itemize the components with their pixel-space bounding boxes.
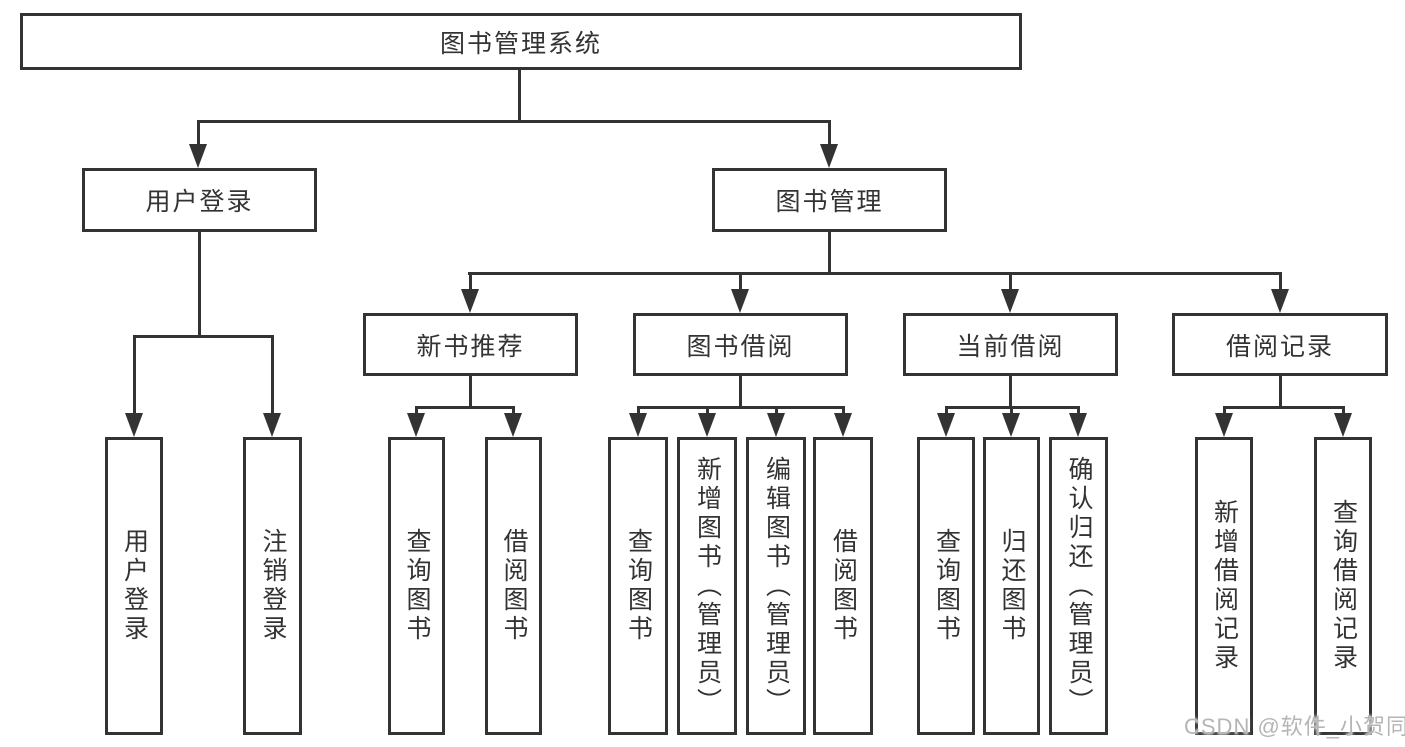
arrow-down-icon xyxy=(698,413,716,437)
node-book-borrowing: 图书借阅 xyxy=(633,313,848,376)
connector-line xyxy=(1223,406,1345,409)
leaf-add-book-admin: 新增图书（管理员） xyxy=(677,437,737,735)
arrow-down-icon xyxy=(504,413,522,437)
node-new-book-recommend: 新书推荐 xyxy=(363,313,578,376)
arrow-down-icon xyxy=(834,413,852,437)
arrow-down-icon xyxy=(1069,413,1087,437)
connector-line xyxy=(706,406,709,415)
arrow-down-icon xyxy=(407,413,425,437)
node-user-login: 用户登录 xyxy=(82,168,317,232)
leaf-add-borrow-record: 新增借阅记录 xyxy=(1195,437,1253,735)
connector-line xyxy=(637,406,845,409)
arrow-down-icon xyxy=(820,144,838,168)
leaf-query-borrow-record: 查询借阅记录 xyxy=(1314,437,1372,735)
connector-line xyxy=(415,406,418,415)
leaf-query-book-borrowing: 查询图书 xyxy=(608,437,668,735)
arrow-down-icon xyxy=(1001,289,1019,313)
leaf-borrow-book-borrowing: 借阅图书 xyxy=(813,437,873,735)
arrow-down-icon xyxy=(125,413,143,437)
watermark: CSDN @软件_小贺同学 xyxy=(1184,714,1405,739)
connector-line xyxy=(469,272,472,291)
connector-line xyxy=(842,406,845,415)
leaf-query-book-recommend: 查询图书 xyxy=(388,437,445,735)
connector-line xyxy=(512,406,515,415)
connector-line xyxy=(775,406,778,415)
connector-line xyxy=(469,376,472,409)
connector-line xyxy=(518,70,521,123)
arrow-down-icon xyxy=(767,413,785,437)
node-book-management-system: 图书管理系统 xyxy=(20,13,1022,70)
connector-line xyxy=(271,335,274,415)
leaf-query-book-current: 查询图书 xyxy=(917,437,975,735)
connector-line xyxy=(198,120,831,123)
arrow-down-icon xyxy=(1271,289,1289,313)
arrow-down-icon xyxy=(263,413,281,437)
connector-line xyxy=(198,232,201,335)
connector-line xyxy=(828,120,831,146)
leaf-return-book: 归还图书 xyxy=(983,437,1040,735)
node-current-borrowing: 当前借阅 xyxy=(903,313,1118,376)
connector-line xyxy=(1077,406,1080,415)
arrow-down-icon xyxy=(461,289,479,313)
connector-line xyxy=(945,406,948,415)
connector-line xyxy=(197,120,200,146)
node-book-management: 图书管理 xyxy=(712,168,947,232)
arrow-down-icon xyxy=(1002,413,1020,437)
connector-line xyxy=(133,335,136,415)
connector-line xyxy=(133,335,274,338)
node-borrowing-records: 借阅记录 xyxy=(1172,313,1388,376)
connector-line xyxy=(1279,376,1282,409)
leaf-edit-book-admin: 编辑图书（管理员） xyxy=(746,437,806,735)
leaf-borrow-book-recommend: 借阅图书 xyxy=(485,437,542,735)
connector-line xyxy=(1279,272,1282,291)
arrow-down-icon xyxy=(731,289,749,313)
connector-line xyxy=(828,232,831,275)
connector-line xyxy=(637,406,640,415)
arrow-down-icon xyxy=(1215,413,1233,437)
arrow-down-icon xyxy=(189,144,207,168)
connector-line xyxy=(468,272,1282,275)
leaf-user-login: 用户登录 xyxy=(105,437,163,735)
connector-line xyxy=(415,406,515,409)
connector-line xyxy=(739,376,742,409)
arrow-down-icon xyxy=(629,413,647,437)
connector-line xyxy=(1010,406,1013,415)
leaf-confirm-return-admin: 确认归还（管理员） xyxy=(1049,437,1108,735)
connector-line xyxy=(1009,376,1012,409)
leaf-logout: 注销登录 xyxy=(243,437,302,735)
connector-line xyxy=(1223,406,1226,415)
connector-line xyxy=(1009,272,1012,291)
arrow-down-icon xyxy=(937,413,955,437)
connector-line xyxy=(1342,406,1345,415)
connector-line xyxy=(739,272,742,291)
arrow-down-icon xyxy=(1334,413,1352,437)
